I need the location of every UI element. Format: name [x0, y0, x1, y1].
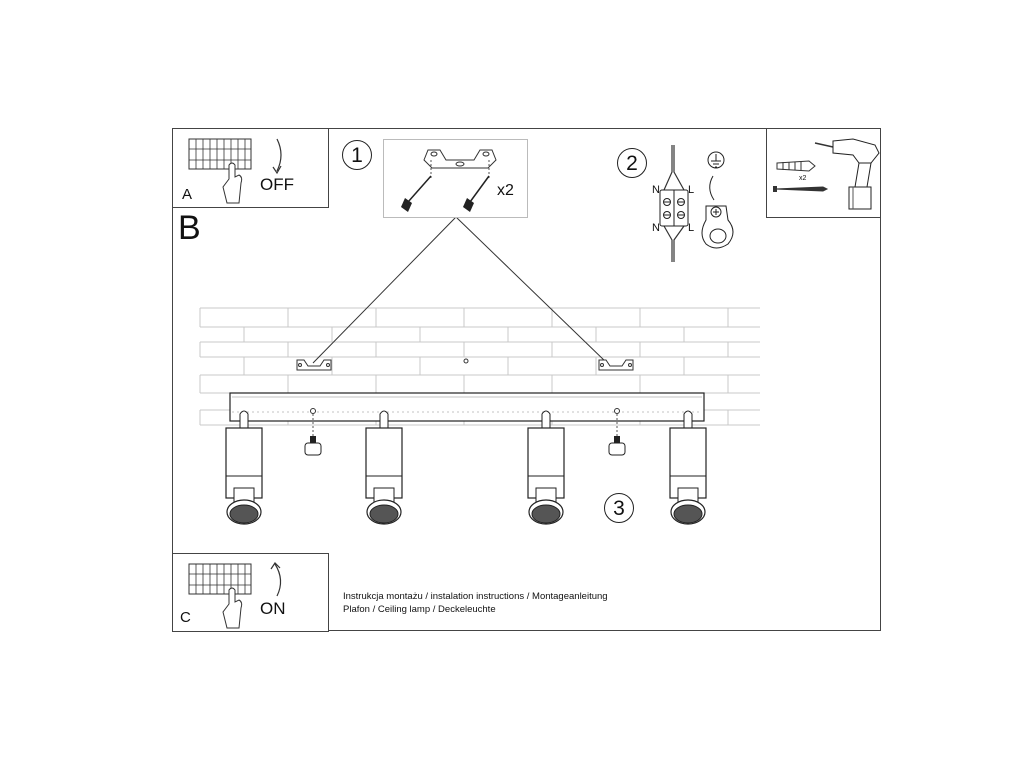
- instruction-frame: [172, 128, 881, 631]
- wire-label-live: L: [688, 184, 695, 196]
- cable-hole: [463, 358, 469, 364]
- step-number: 2: [617, 148, 647, 178]
- wall-bracket: [296, 359, 332, 371]
- bracket-callout-line: [455, 216, 608, 364]
- drill-icon: [814, 138, 880, 210]
- power-on-label: ON: [260, 599, 286, 618]
- wall-plug-icon: [776, 160, 816, 172]
- screw-bulb-group: [304, 414, 626, 456]
- step-number: 3: [604, 493, 634, 523]
- wire-label-live: L: [688, 222, 695, 234]
- caption-line-2: Plafon / Ceiling lamp / Deckeleuchte: [343, 604, 496, 615]
- ground-icon: [707, 151, 725, 201]
- wall-bracket: [598, 359, 634, 371]
- wire-label-neutral: N: [652, 184, 660, 196]
- mounting-screw: [608, 414, 626, 456]
- brick-wall: [199, 307, 760, 426]
- screw-icon: [773, 186, 829, 192]
- wire-label-neutral: N: [652, 222, 660, 234]
- spotlight: [225, 410, 263, 525]
- mounting-bracket-icon: [423, 149, 497, 169]
- screw-and-wall-plug-icon: [401, 160, 490, 212]
- panel-required-tools: x2: [766, 128, 881, 218]
- panel-bracket-mounting: x2: [383, 139, 528, 218]
- spotlight: [365, 410, 403, 525]
- panel-power-off: A OFF: [172, 128, 329, 208]
- panel-letter: B: [178, 209, 201, 247]
- quantity-label: x2: [497, 182, 514, 199]
- panel-power-on: C ON: [172, 553, 329, 632]
- spotlight: [527, 410, 565, 525]
- tools-quantity-label: x2: [799, 175, 807, 182]
- panel-letter: C: [180, 609, 191, 626]
- spotlight: [669, 410, 707, 525]
- circuit-breaker-on-icon: [188, 562, 282, 629]
- caption-line-1: Instrukcja montażu / instalation instruc…: [343, 591, 608, 602]
- power-off-label: OFF: [260, 175, 294, 194]
- panel-letter: A: [182, 186, 193, 203]
- circuit-breaker-off-icon: [188, 138, 282, 204]
- mounting-screw: [304, 414, 322, 456]
- bracket-callout-line: [312, 216, 457, 364]
- spotlight-group: [225, 410, 707, 525]
- step-number: 1: [342, 140, 372, 170]
- lamp-base-bar: [229, 392, 705, 422]
- ground-terminal-icon: [701, 205, 734, 249]
